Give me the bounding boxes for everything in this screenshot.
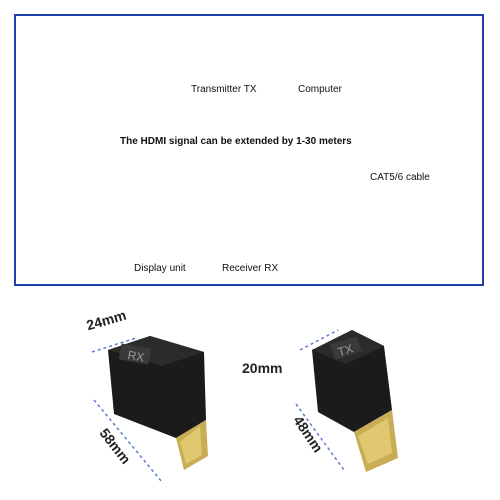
display-label: Display unit bbox=[134, 263, 186, 274]
tx-marking: TX bbox=[336, 341, 355, 359]
cable-label: CAT5/6 cable bbox=[370, 172, 430, 183]
receiver-label: Receiver RX bbox=[222, 263, 279, 274]
tx-height-dimension: 20mm bbox=[242, 360, 283, 376]
dimension-lines bbox=[91, 329, 345, 483]
connection-diagram-frame bbox=[14, 14, 484, 286]
rx-adapter-large-icon: RX bbox=[108, 336, 208, 470]
computer-label: Computer bbox=[298, 84, 342, 95]
extension-note: The HDMI signal can be extended by 1-30 … bbox=[120, 136, 352, 147]
rx-marking: RX bbox=[127, 348, 146, 365]
tx-adapter-large-icon: TX bbox=[312, 330, 398, 472]
transmitter-label: Transmitter TX bbox=[191, 84, 257, 95]
